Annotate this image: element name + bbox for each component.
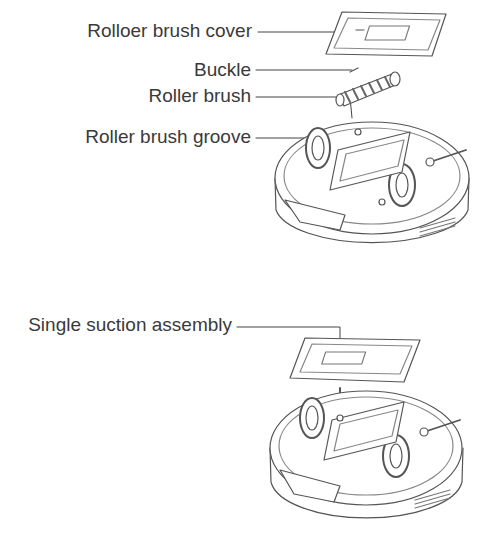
suction-plate (290, 338, 420, 382)
part-label: Rolloer brush cover (87, 20, 252, 42)
part-label: Roller brush (149, 85, 251, 107)
robot-body-bottom (270, 391, 463, 518)
part-label: Buckle (194, 59, 251, 81)
roller-brush (336, 68, 400, 106)
robot-body-top (275, 122, 469, 243)
brush-cover (326, 12, 446, 56)
part-label: Roller brush groove (85, 126, 251, 148)
part-label: Single suction assembly (28, 314, 232, 336)
